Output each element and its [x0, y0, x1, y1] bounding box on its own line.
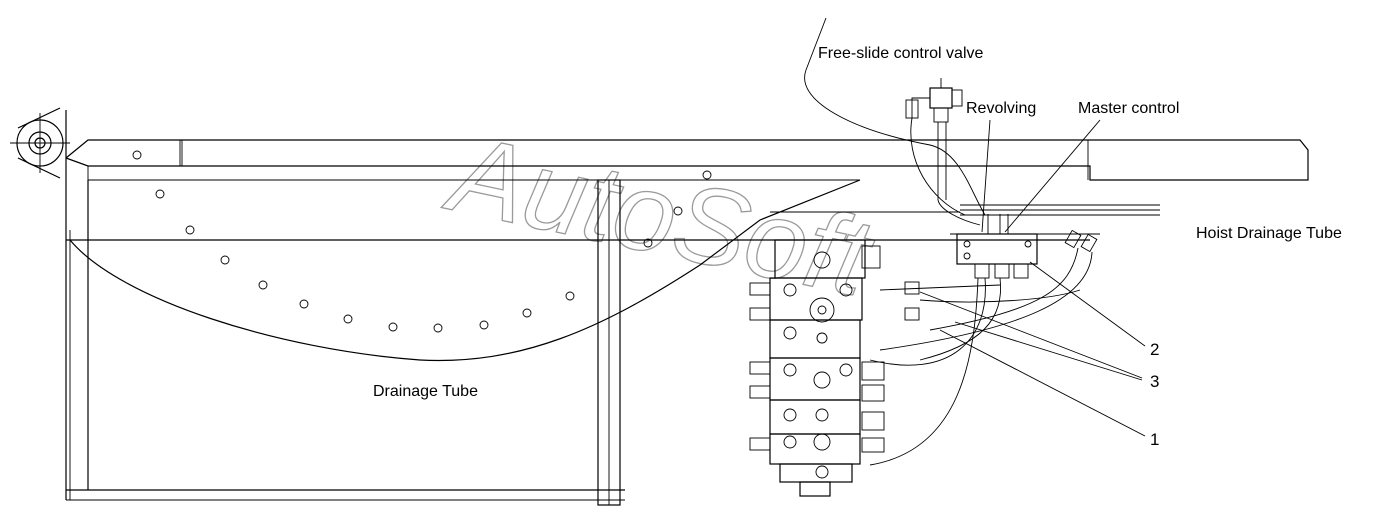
frame-box [66, 179, 1090, 506]
callout-3: 3 [1150, 372, 1160, 391]
master-valve-block [770, 204, 1160, 279]
hole-arc [69, 170, 861, 362]
free-slide-valve [804, 17, 986, 226]
revolving-label: Revolving [966, 100, 1037, 117]
leader-lines [919, 119, 1146, 437]
hoist-drainage-label: Hoist Drainage Tube [1196, 225, 1342, 242]
hoist-fittings [879, 229, 1098, 351]
watermark-text: AutoSoft [436, 111, 885, 321]
callout-1: 1 [1150, 430, 1160, 449]
boom-pivot [10, 107, 70, 500]
hoses [869, 277, 1081, 466]
master-control-label: Master control [1078, 100, 1180, 117]
callout-2: 2 [1150, 340, 1160, 359]
valve-stack [749, 239, 920, 497]
free-slide-valve-label: Free-slide control valve [818, 45, 984, 62]
drainage-tube-label: Drainage Tube [373, 383, 478, 400]
boom-arm [65, 139, 1309, 181]
